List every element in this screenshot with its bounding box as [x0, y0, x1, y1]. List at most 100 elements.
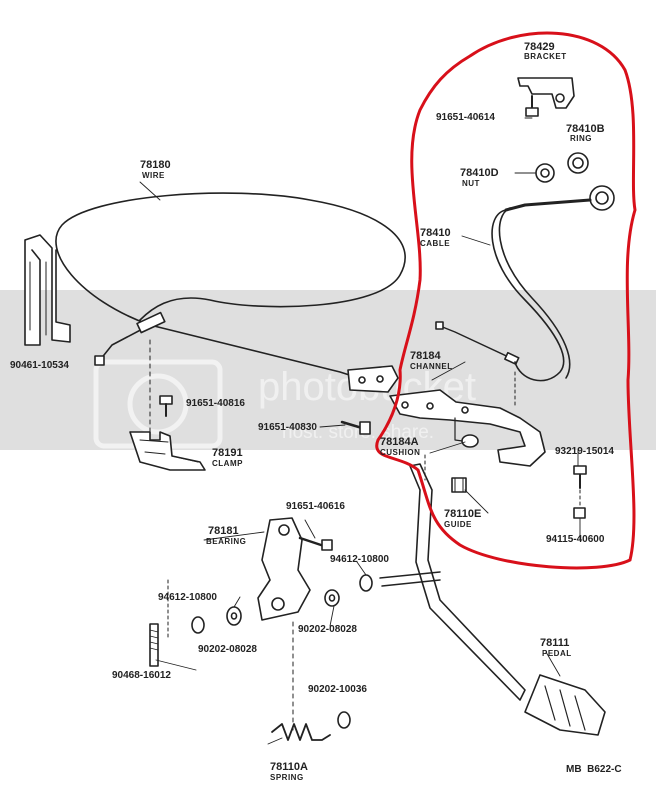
cushion-78184A	[461, 434, 479, 448]
label-93219-15014: 93219-15014	[555, 446, 614, 457]
label-94612-10800-left: 94612-10800	[158, 592, 217, 603]
label-78110E-number: 78110E	[444, 508, 481, 520]
label-90468-16012: 90468-16012	[112, 670, 171, 681]
label-78110A-name: SPRING	[270, 773, 304, 782]
cable-78410-knob-inner	[595, 191, 609, 205]
nut-94612-10800-right	[359, 574, 373, 592]
bolt-91651-40830-head	[359, 421, 371, 435]
spring-78110A	[271, 723, 331, 741]
label-78410D-number: 78410D	[460, 167, 499, 179]
nut-78410D-inner	[540, 168, 550, 178]
washer-90202-08028-left	[226, 606, 242, 626]
wire-end	[99, 324, 151, 361]
cable-78410-outer	[498, 207, 571, 379]
wire-78180	[55, 192, 406, 326]
watermark-band	[0, 290, 656, 450]
bracket-78429-hole	[555, 93, 565, 103]
label-78429-name: BRACKET	[524, 52, 567, 61]
label-78191-number: 78191	[212, 447, 243, 459]
leaders	[139, 117, 581, 745]
label-91651-40816: 91651-40816	[186, 398, 245, 409]
bolt-93219-15014-head	[573, 465, 587, 475]
labels: 78429 BRACKET 91651-40614 78410B RING 78…	[10, 41, 622, 782]
nut-94612-10800-left	[191, 616, 205, 634]
label-91651-40614: 91651-40614	[436, 112, 495, 123]
watermark-logo-lens	[127, 373, 189, 435]
channel-hole-4	[426, 402, 434, 410]
bracket-90461-detail	[29, 261, 47, 336]
label-90202-08028-left: 90202-08028	[198, 644, 257, 655]
channel-hole-1	[358, 376, 366, 384]
bearing-78181	[257, 517, 311, 621]
label-78181-name: BEARING	[206, 537, 246, 546]
label-78410D-name: NUT	[462, 179, 480, 188]
label-78410B-name: RING	[570, 134, 592, 143]
channel-plate-upper	[347, 365, 399, 393]
drawing	[24, 77, 615, 745]
pedal-arm-78111	[409, 463, 526, 701]
label-94612-10800-right: 94612-10800	[330, 554, 389, 565]
bracket-90461	[24, 234, 71, 346]
label-78184-number: 78184	[410, 350, 441, 362]
bolt-91651-40616-head	[321, 539, 333, 551]
label-94115-40600: 94115-40600	[546, 534, 605, 545]
cable-hook-tip	[435, 321, 444, 330]
bolt-91651-40816	[159, 395, 173, 405]
label-90202-10036: 90202-10036	[308, 684, 367, 695]
highlight-outline	[375, 31, 637, 570]
label-78429-number: 78429	[524, 41, 555, 53]
bolt-91651-40616	[298, 536, 326, 548]
label-91651-40830: 91651-40830	[258, 422, 317, 433]
pedal-78111	[524, 674, 606, 736]
pedal-ribs	[544, 685, 586, 731]
label-78184-name: CHANNEL	[410, 362, 453, 371]
pin-threads	[149, 629, 159, 651]
wire-fitting	[136, 311, 166, 334]
pedal-pivot-shaft	[379, 571, 441, 587]
label-91651-40616: 91651-40616	[286, 501, 345, 512]
label-78180-number: 78180	[140, 159, 171, 171]
label-78181-number: 78181	[208, 525, 239, 537]
pin-90468-16012	[149, 623, 159, 667]
clamp-78191-detail	[139, 439, 169, 455]
cable-78410-sleeve	[504, 198, 592, 212]
label-90461-10534: 90461-10534	[10, 360, 69, 371]
cable-78410-knob	[589, 185, 615, 211]
wire-end-cap	[94, 355, 105, 366]
label-78110A-number: 78110A	[270, 761, 308, 773]
cable-hook	[439, 325, 516, 361]
nut-78410D	[535, 163, 555, 183]
cable-78410	[491, 209, 565, 382]
washer-90202-08028-right	[324, 589, 340, 607]
bolt-91651-40614-head	[525, 107, 539, 117]
washer-90202-08028-right-hole	[328, 594, 336, 602]
label-90202-08028-right: 90202-08028	[298, 624, 357, 635]
bearing-hole-bottom	[271, 597, 285, 611]
ring-78410B-inner	[572, 157, 584, 169]
label-78111-number: 78111	[540, 637, 569, 649]
bolt-91651-40830	[340, 420, 364, 430]
washer-90202-10036	[337, 711, 351, 729]
guide-78110E	[451, 477, 467, 493]
label-78410-name: CABLE	[420, 239, 450, 248]
channel-hole-3	[401, 401, 409, 409]
label-78184A-number: 78184A	[380, 436, 419, 448]
bracket-78429	[517, 77, 575, 109]
nut-94115-40600	[573, 507, 586, 519]
label-78191-name: CLAMP	[212, 459, 243, 468]
label-78110E-name: GUIDE	[444, 520, 472, 529]
bearing-hole-top	[278, 524, 290, 536]
label-78111-name: PEDAL	[542, 649, 572, 658]
guide-78110E-slot	[454, 477, 464, 493]
label-78184A-name: CUSHION	[380, 448, 420, 457]
channel-hole-5	[461, 406, 469, 414]
clamp-78191	[129, 431, 206, 471]
label-78180-name: WIRE	[142, 171, 165, 180]
diagram-code: MB B622-C	[566, 764, 622, 775]
ring-78410B	[567, 152, 589, 174]
label-78410B-number: 78410B	[566, 123, 605, 135]
washer-90202-08028-left-hole	[230, 612, 238, 620]
channel-hole-2	[376, 375, 384, 383]
label-78410-number: 78410	[420, 227, 451, 239]
